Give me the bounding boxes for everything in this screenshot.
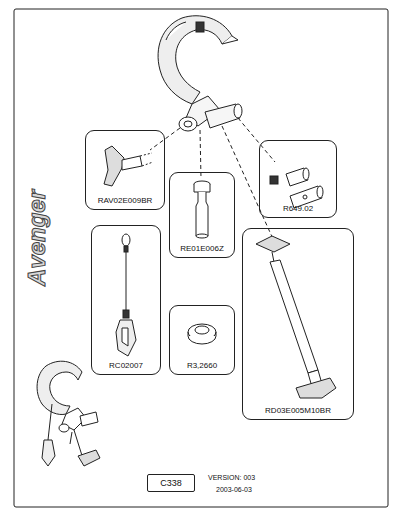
page-frame xyxy=(14,9,388,507)
safety-cable xyxy=(116,234,136,356)
part-number: RAV02E009BR xyxy=(86,196,164,205)
part-number: R3,2660 xyxy=(170,361,234,370)
drawing-number-box: C338 xyxy=(147,474,195,492)
fixing-parts xyxy=(270,168,323,208)
spigot-pin xyxy=(194,181,210,238)
part-box: R3,2660 xyxy=(169,305,235,375)
washer xyxy=(188,324,216,344)
part-number: RD03E005M10BR xyxy=(243,406,353,415)
part-box: RAV02E009BR xyxy=(85,130,165,210)
part-number: RC02007 xyxy=(92,361,160,370)
locking-rod xyxy=(256,236,336,398)
part-number: R649.02 xyxy=(260,204,336,213)
product-name: Avenger xyxy=(23,190,51,286)
wing-bolt xyxy=(104,146,153,186)
part-box: RC02007 xyxy=(91,225,161,375)
drawing-number: C338 xyxy=(148,478,194,488)
part-box: R649.02 xyxy=(259,140,337,218)
clamp-illustration xyxy=(158,16,242,131)
part-box: RD03E005M10BR xyxy=(242,228,354,420)
date-note: 2003-06-03 xyxy=(216,486,252,493)
part-number: RE01E006Z xyxy=(170,244,234,253)
assembled-clamp xyxy=(37,361,100,466)
part-box: RE01E006Z xyxy=(169,172,235,258)
version-note: VERSION: 003 xyxy=(208,474,255,481)
